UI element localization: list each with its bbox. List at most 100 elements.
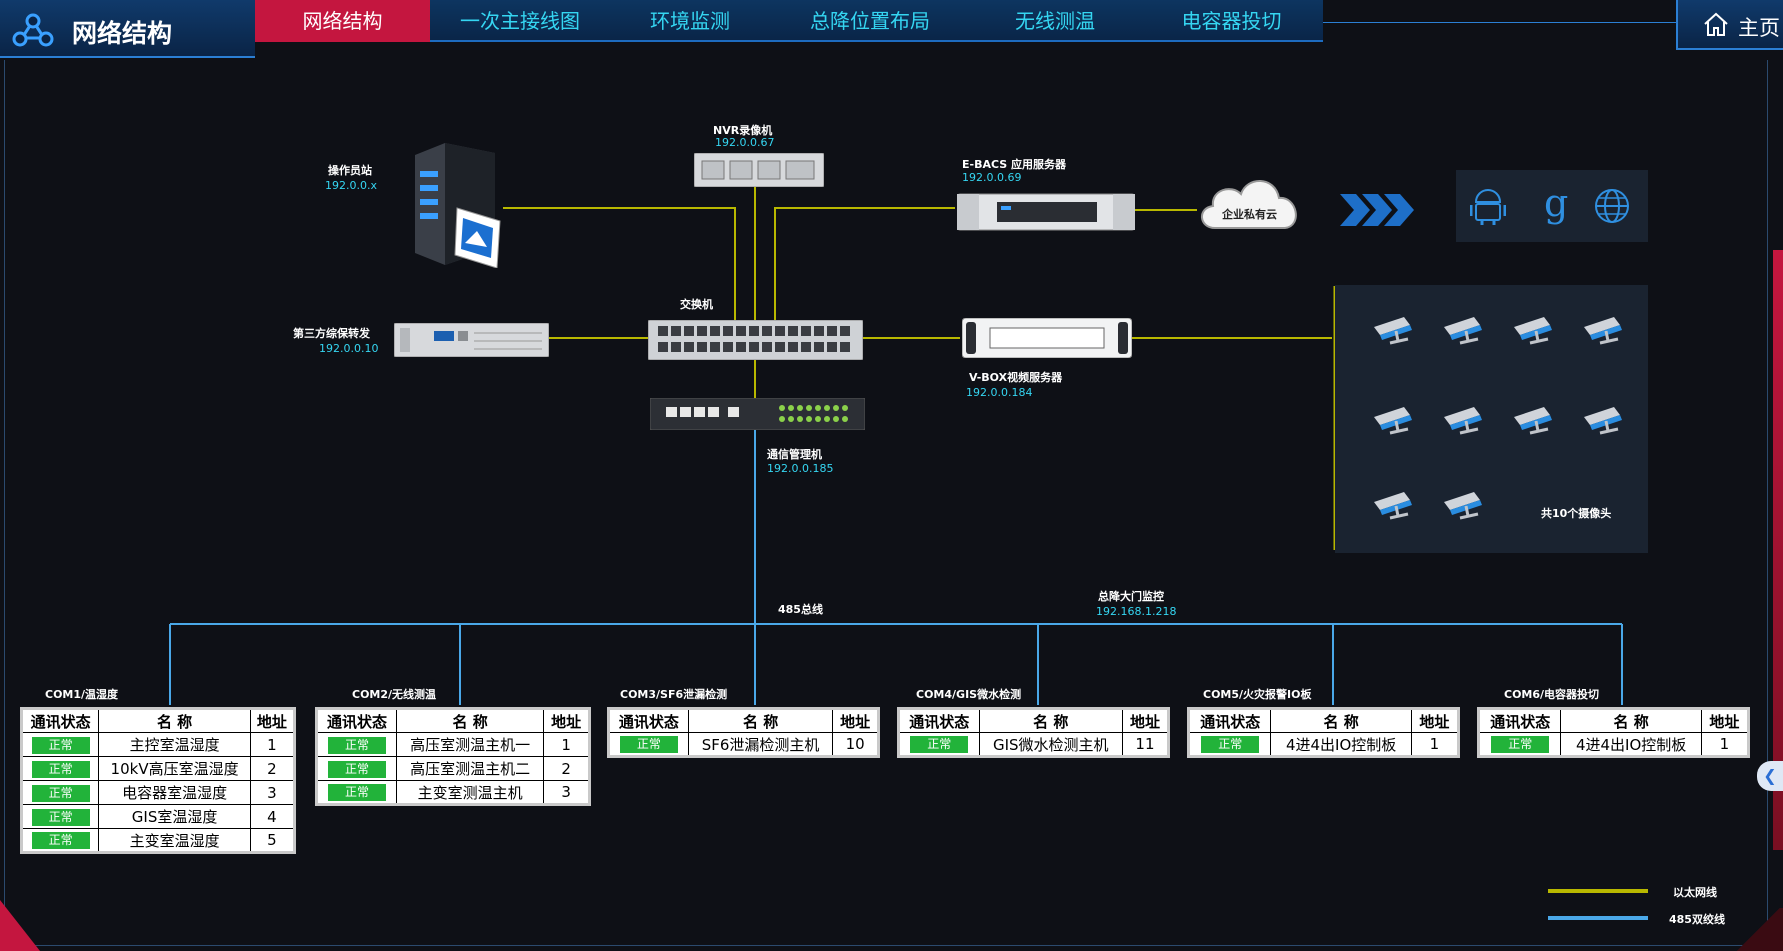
header-status: 通讯状态	[1477, 708, 1562, 733]
status-badge: 正常	[619, 736, 678, 753]
camera-icon	[1584, 317, 1622, 345]
gate-monitor-label: 总降大门监控	[1098, 590, 1164, 603]
tab-network[interactable]: 网络结构	[255, 0, 430, 42]
top-nav: 网络结构 一次主接线图 环境监测 总降位置布局 无线测温 电容器投切	[255, 0, 1323, 42]
camera-icon	[1374, 317, 1412, 345]
device-address: 11	[1121, 732, 1170, 757]
ethernet-line-operator	[503, 207, 736, 322]
status-badge: 正常	[31, 736, 90, 754]
header-status: 通讯状态	[316, 708, 397, 733]
device-address: 2	[543, 756, 590, 781]
switch-label: 交换机	[680, 298, 713, 311]
header-name: 名 称	[1270, 708, 1412, 733]
corner-accent-left	[0, 900, 40, 951]
tab-wireless-temp[interactable]: 无线测温	[1015, 9, 1095, 33]
nvr-ip: 192.0.0.67	[715, 136, 775, 149]
legend-rs485-label: 485双绞线	[1669, 913, 1725, 926]
device-address: 5	[249, 828, 296, 853]
status-badge: 正常	[31, 832, 90, 849]
ebacs-ip: 192.0.0.69	[962, 171, 1022, 184]
com1-title: COM1/温湿度	[45, 688, 119, 701]
tab-environment[interactable]: 环境监测	[650, 9, 730, 33]
device-address: 10	[832, 732, 879, 757]
collapse-panel-button[interactable]: ❮	[1757, 761, 1783, 791]
camera-icon	[1444, 407, 1482, 435]
device-name: GIS室温湿度	[98, 804, 251, 829]
header-address: 地址	[1410, 708, 1460, 733]
page-title: 网络结构	[72, 19, 173, 48]
operator-label: 操作员站	[328, 164, 372, 177]
camera-icon	[1514, 317, 1552, 345]
tab-main-wiring[interactable]: 一次主接线图	[460, 9, 580, 33]
rs485-bus-label: 485总线	[778, 603, 823, 616]
camera-icon	[1444, 492, 1482, 520]
header-name: 名 称	[395, 708, 545, 733]
google-icon: g	[1544, 184, 1568, 225]
device-address: 1	[1700, 732, 1750, 757]
nvr-recorder-icon	[694, 153, 824, 187]
com3-title: COM3/SF6泄漏检测	[620, 688, 728, 701]
chevron-arrows-icon	[1340, 194, 1414, 226]
tab-capacitor[interactable]: 电容器投切	[1181, 9, 1282, 33]
camera-icon	[1444, 317, 1482, 345]
header-name: 名 称	[687, 708, 834, 733]
header-address: 地址	[249, 708, 296, 733]
header-divider	[1323, 22, 1676, 23]
device-name: 主变室测温主机	[395, 780, 545, 805]
corner-accent-right	[1733, 908, 1783, 951]
status-badge: 正常	[327, 736, 386, 754]
status-badge: 正常	[327, 784, 386, 801]
status-badge: 正常	[327, 760, 386, 778]
com5-title: COM5/火灾报警IO板	[1203, 688, 1312, 701]
device-name: 主变室温湿度	[98, 828, 251, 853]
com6-title: COM6/电容器投切	[1504, 688, 1600, 701]
comm-manager-icon	[650, 398, 865, 430]
header-address: 地址	[543, 708, 590, 733]
comm-manager-ip: 192.0.0.185	[767, 462, 834, 475]
device-name: SF6泄漏检测主机	[687, 732, 834, 757]
third-party-relay-icon	[394, 323, 549, 357]
camera-icon	[1514, 407, 1552, 435]
header: 网络结构 网络结构 一次主接线图 环境监测 总降位置布局 无线测温 电容器投切 …	[0, 0, 1783, 62]
status-badge: 正常	[31, 784, 90, 802]
ebacs-server-icon	[957, 193, 1135, 231]
device-address: 3	[543, 780, 590, 805]
comm-manager-label: 通信管理机	[767, 448, 822, 461]
header-name: 名 称	[98, 708, 251, 733]
vbox-ip: 192.0.0.184	[966, 386, 1033, 399]
cloud-icon	[1201, 180, 1297, 229]
device-address: 1	[249, 732, 296, 757]
device-address: 1	[1410, 732, 1460, 757]
device-name: 主控室温湿度	[98, 732, 251, 757]
globe-icon	[1595, 189, 1629, 223]
tab-layout[interactable]: 总降位置布局	[810, 9, 930, 33]
legend-ethernet-label: 以太网线	[1673, 886, 1717, 899]
device-name: 4进4出IO控制板	[1560, 732, 1702, 757]
device-name: 4进4出IO控制板	[1270, 732, 1412, 757]
status-badge: 正常	[31, 808, 90, 826]
vbox-server-icon	[962, 318, 1132, 358]
gate-monitor-ip: 192.168.1.218	[1096, 605, 1177, 618]
home-button[interactable]: 主页	[1676, 0, 1783, 50]
network-switch-icon	[648, 320, 863, 360]
device-name: 高压室测温主机二	[395, 756, 545, 781]
home-icon	[1704, 12, 1728, 36]
header-name: 名 称	[978, 708, 1123, 733]
app-panel: g	[1456, 170, 1648, 242]
network-icon	[12, 13, 54, 47]
header-address: 地址	[1700, 708, 1750, 733]
header-address: 地址	[832, 708, 879, 733]
status-badge: 正常	[910, 736, 969, 753]
